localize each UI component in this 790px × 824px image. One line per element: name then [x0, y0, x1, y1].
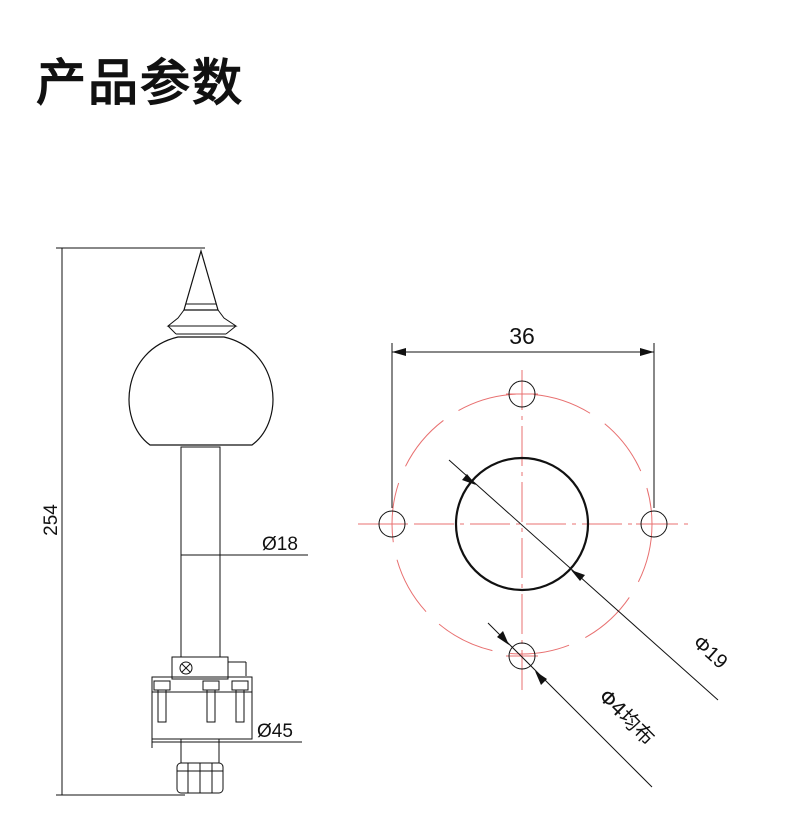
center-hole-arrow-1	[462, 474, 476, 485]
bolt-hole-leader-line	[487, 622, 653, 788]
overall-height-dimension	[56, 247, 205, 796]
bolt-hole-arrow-1	[497, 631, 509, 645]
base-diameter-label: Ø45	[257, 721, 293, 742]
center-hole	[454, 456, 590, 592]
bolt-hole-arrow-2	[535, 671, 547, 685]
bolt-hole-leader	[487, 622, 653, 788]
bolt-hole-right	[640, 510, 668, 538]
bolt-hole-bottom	[508, 642, 536, 670]
bolt-holes	[378, 380, 668, 670]
center-hole-leader	[448, 459, 719, 701]
overall-height-label: 254	[41, 504, 62, 536]
sphere-body	[128, 336, 274, 446]
tube-lower-section	[180, 738, 220, 764]
spike-tip	[183, 248, 219, 311]
center-hole-label: Φ19	[688, 632, 731, 674]
center-lines	[358, 370, 688, 692]
collar-ring-right	[225, 325, 237, 335]
spacing-arrow-right	[640, 348, 654, 356]
clamp-screw-slot-b	[181, 663, 191, 673]
collar-ring-left	[167, 325, 177, 335]
bolt-spacing-dimension	[391, 343, 655, 508]
bolt-shank-1	[157, 689, 167, 723]
bolt-hole-label: Φ4均布	[594, 684, 659, 749]
bolt-head-3	[231, 680, 249, 691]
page-title: 产品参数	[36, 54, 244, 112]
center-hole-arrow-2	[571, 570, 585, 581]
base-diameter-dimension	[151, 739, 302, 748]
base-bolts	[153, 680, 249, 723]
side-view	[56, 247, 308, 796]
bolt-head-2	[202, 680, 220, 691]
base-bracket	[151, 676, 253, 740]
bolt-shank-2	[206, 689, 216, 723]
bolt-shank-3	[235, 689, 245, 723]
bolt-hole-left	[378, 510, 406, 538]
bolt-spacing-label: 36	[509, 323, 535, 349]
center-hole-leader-line	[448, 459, 719, 701]
support-tube	[180, 446, 221, 658]
spike-collar	[166, 309, 238, 327]
clamp-screw	[179, 661, 193, 675]
spacing-arrow-left	[392, 348, 406, 356]
tube-diameter-label: Ø18	[262, 534, 298, 555]
bolt-head-1	[153, 680, 171, 691]
flange-view	[358, 343, 719, 788]
bolt-hole-top	[508, 380, 536, 408]
mounting-clamp	[171, 656, 229, 680]
